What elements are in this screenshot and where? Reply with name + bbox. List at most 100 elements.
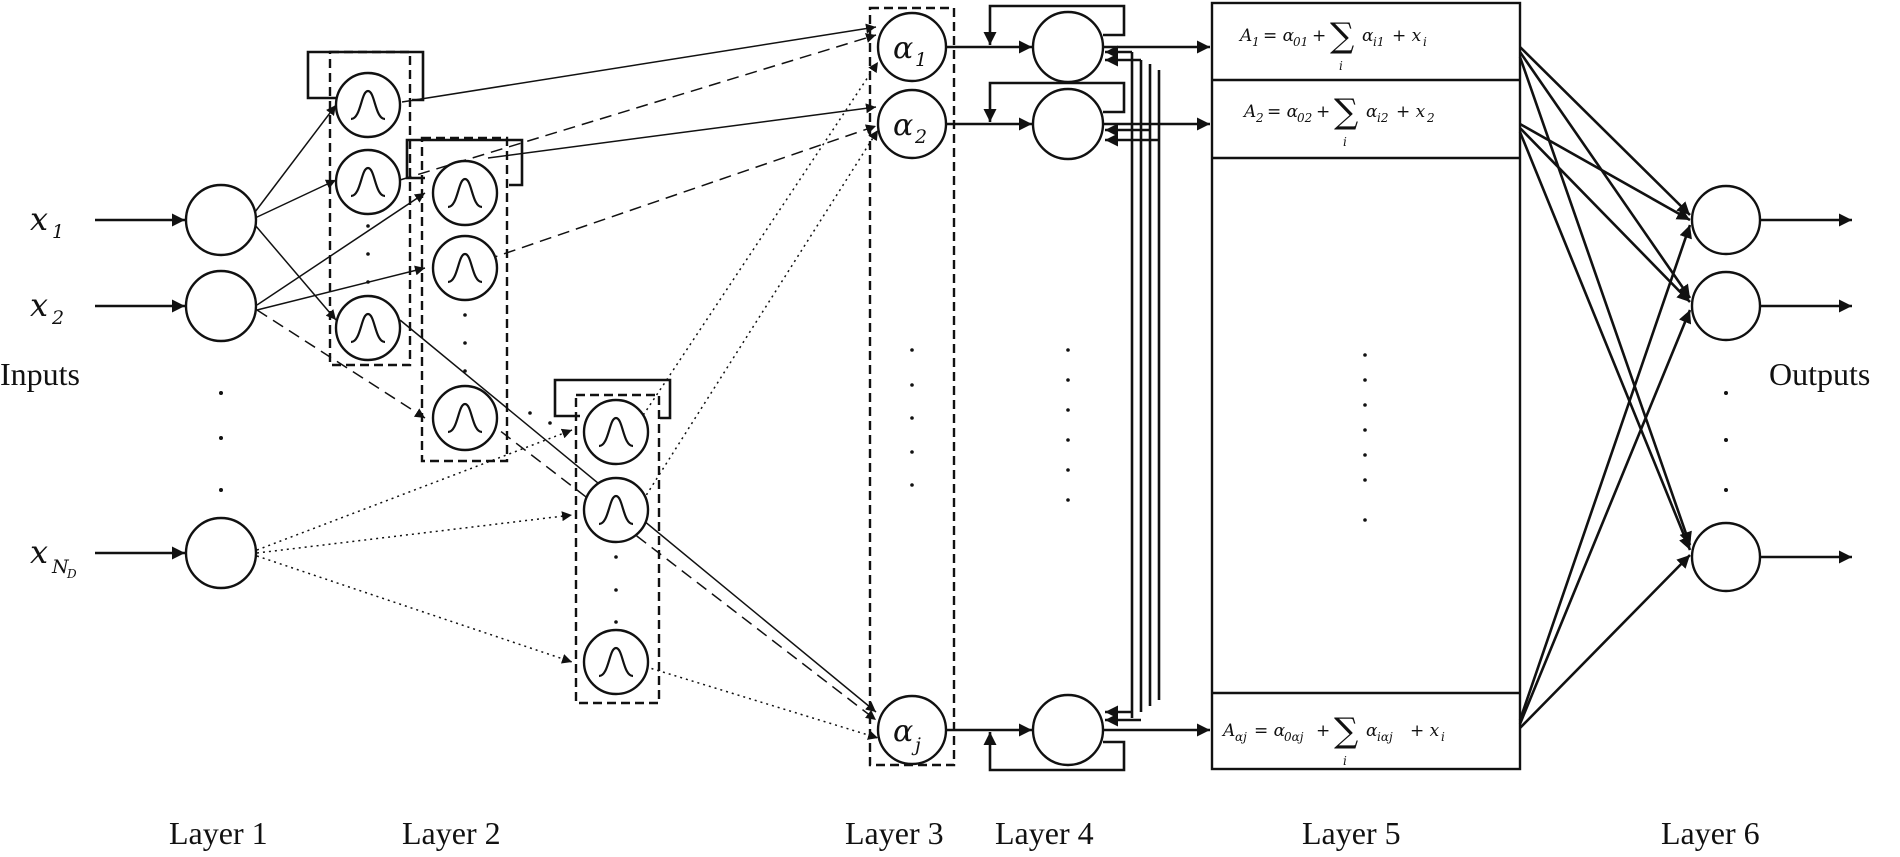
svg-text:i: i (1343, 754, 1347, 768)
svg-text:α: α (1366, 102, 1378, 122)
recurrent-loop-j (983, 732, 1126, 772)
svg-text:+: + (1316, 721, 1330, 741)
svg-text:i: i (1343, 135, 1347, 149)
mf-node-1-2 (334, 148, 402, 216)
svg-text:1: 1 (1252, 35, 1260, 49)
svg-text:i2: i2 (1377, 111, 1388, 125)
rule-node-1: α 1 (876, 11, 948, 83)
svg-text:A: A (1242, 102, 1256, 122)
svg-text:+ x: + x (1410, 721, 1440, 741)
feedback-loop-group1 (306, 50, 425, 102)
svg-text:2: 2 (1426, 111, 1435, 125)
layer2-between-dots (528, 411, 552, 425)
svg-text:2: 2 (914, 126, 927, 148)
layer4-bus (1105, 45, 1161, 727)
output-node-1 (1690, 184, 1762, 256)
svg-text:+ x: + x (1396, 102, 1426, 122)
links-layer1-layer2 (254, 104, 573, 664)
mf-group-x2 (420, 136, 509, 463)
svg-text:x: x (30, 286, 48, 324)
svg-text:N: N (51, 556, 70, 578)
consequent-block (1210, 1, 1522, 771)
layer4-node-j (1031, 693, 1105, 767)
mf-ellipsis-N (614, 555, 618, 624)
svg-text:01: 01 (1293, 35, 1308, 49)
mf-node-2-2 (431, 234, 499, 302)
svg-text:α: α (1366, 721, 1378, 741)
svg-text:2: 2 (1255, 111, 1264, 125)
svg-text:D: D (66, 567, 77, 581)
layer-label-5: Layer 5 (1302, 815, 1401, 851)
input-xN: x N D (30, 533, 77, 581)
output-node-2 (1690, 270, 1762, 342)
mf-node-N-1 (582, 398, 650, 466)
inputs-label: Inputs (0, 356, 80, 392)
layer1-node-1 (184, 183, 258, 257)
recurrent-loop-1 (983, 4, 1126, 45)
svg-text:1: 1 (52, 221, 64, 243)
mf-node-N-2 (582, 476, 650, 544)
feedback-loop-group2 (405, 138, 524, 187)
rule-node-2: α 2 (876, 88, 948, 160)
svg-text:i: i (1339, 59, 1343, 73)
svg-text:= α: = α (1267, 102, 1299, 122)
links-layer2-layer3 (399, 23, 879, 740)
mf-node-2-n (431, 384, 499, 452)
svg-text:0αj: 0αj (1284, 730, 1304, 744)
equation-2: A 2 = α 02 + ∑ i α i2 + x 2 (1242, 92, 1435, 149)
layer-label-2: Layer 2 (402, 815, 501, 851)
outputs-label: Outputs (1769, 356, 1870, 392)
svg-text:α: α (893, 108, 913, 143)
output-arrows (1760, 213, 1852, 564)
input-x2: x 2 (30, 286, 64, 329)
layer1-node-N (184, 516, 258, 590)
layer-label-3: Layer 3 (845, 815, 944, 851)
output-node-n (1690, 521, 1762, 593)
svg-text:+: + (1312, 26, 1326, 46)
svg-text:α: α (1362, 26, 1374, 46)
mf-node-1-n (334, 294, 402, 362)
mf-ellipsis-2 (463, 313, 467, 373)
svg-text:A: A (1221, 721, 1235, 741)
input-x1: x 1 (30, 200, 64, 243)
svg-text:02: 02 (1297, 111, 1312, 125)
equation-j: A αj = α 0αj + ∑ i α iαj + x i (1221, 711, 1445, 768)
layer-label-1: Layer 1 (169, 815, 268, 851)
mf-ellipsis-1 (366, 224, 370, 284)
svg-text:∑: ∑ (1334, 92, 1358, 132)
mf-node-1-1 (334, 71, 402, 139)
layer5-ellipsis (1363, 353, 1367, 522)
svg-text:1: 1 (915, 49, 927, 71)
svg-text:α: α (893, 714, 913, 749)
links-layer4-layer5 (1103, 40, 1210, 737)
svg-text:∑: ∑ (1334, 711, 1358, 751)
rule-ellipsis (910, 348, 914, 487)
layer4-node-2 (1031, 87, 1105, 161)
svg-text:x: x (30, 533, 48, 571)
layer1-node-2 (184, 269, 258, 343)
layer4-node-1 (1031, 10, 1105, 84)
layer6-ellipsis (1724, 391, 1728, 492)
links-layer3-layer4 (946, 40, 1032, 737)
svg-text:α: α (893, 31, 913, 66)
layer-label-4: Layer 4 (995, 815, 1094, 851)
layer-label-6: Layer 6 (1661, 815, 1760, 851)
svg-text:i1: i1 (1373, 35, 1384, 49)
mf-node-2-1 (431, 159, 499, 227)
svg-text:= α: = α (1263, 26, 1295, 46)
svg-text:2: 2 (51, 307, 64, 329)
svg-text:j: j (911, 734, 921, 756)
layer1-ellipsis (219, 391, 223, 492)
svg-text:i: i (1441, 730, 1445, 744)
links-layer5-layer6 (1518, 46, 1692, 729)
svg-text:∑: ∑ (1330, 16, 1354, 56)
svg-text:= α: = α (1254, 721, 1286, 741)
svg-text:αj: αj (1235, 730, 1247, 744)
mf-node-N-n (582, 628, 650, 696)
layer4-ellipsis (1066, 348, 1070, 502)
svg-text:+ x: + x (1392, 26, 1422, 46)
svg-text:i: i (1423, 35, 1427, 49)
rule-node-j: α j (876, 694, 948, 766)
svg-text:+: + (1316, 102, 1330, 122)
